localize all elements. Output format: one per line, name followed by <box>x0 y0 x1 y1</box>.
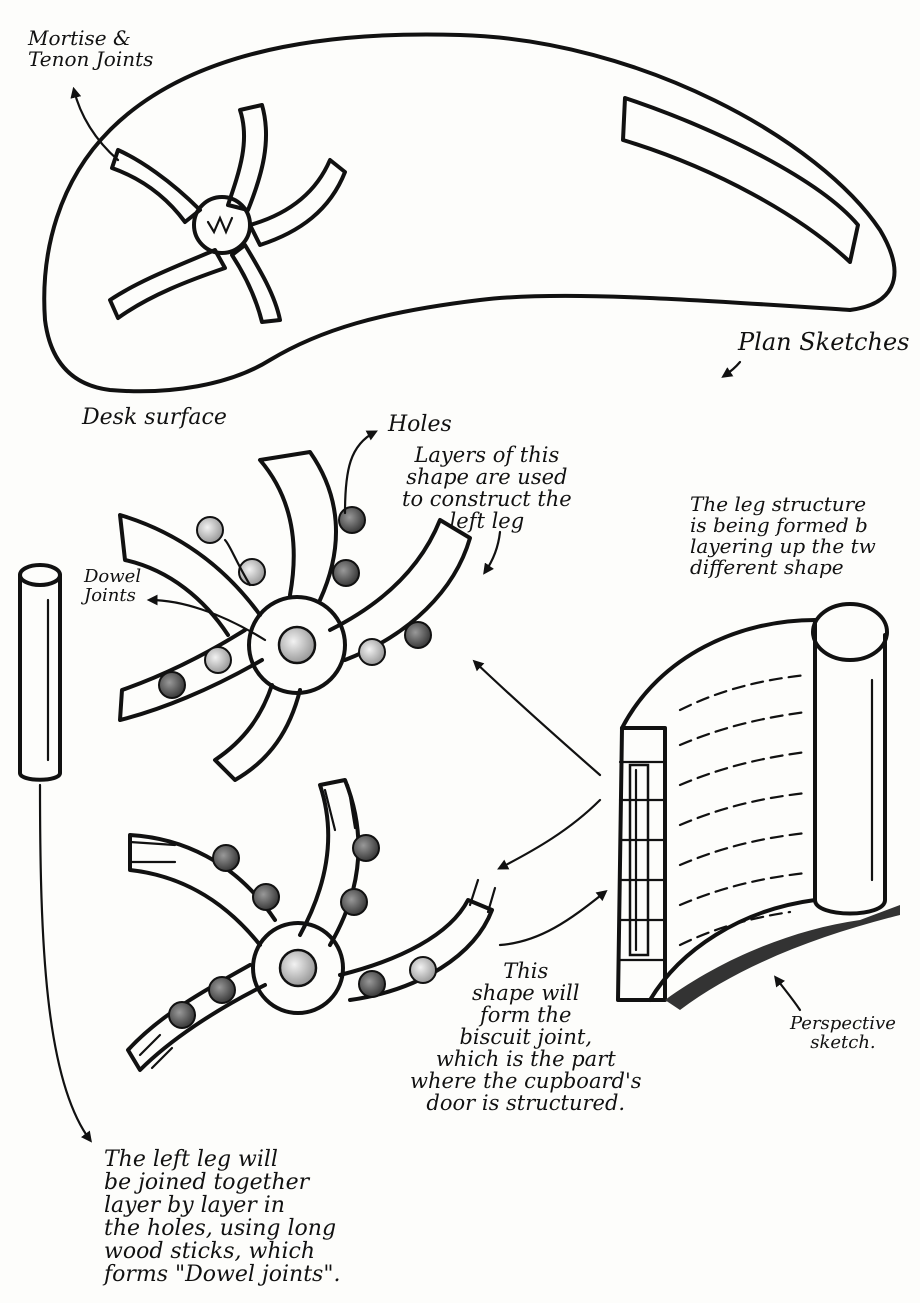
perspective-arrow <box>776 978 800 1010</box>
dowel-joints-label: Dowel Joints <box>84 568 141 606</box>
desk-surface-label: Desk surface <box>82 406 227 429</box>
plan-arrow <box>724 362 740 376</box>
mortise-arrow <box>74 90 118 160</box>
layers-label: Layers of this shape are used to constru… <box>402 444 572 532</box>
desk-hatched-slot <box>623 98 858 262</box>
leg-structure-label: The leg structure is being formed b laye… <box>690 494 876 578</box>
biscuit-label: This shape will form the biscuit joint, … <box>410 960 642 1114</box>
mortise-tenon-label: Mortise & Tenon Joints <box>28 28 153 70</box>
holes-arrow <box>345 432 375 513</box>
plan-sketches-label: Plan Sketches <box>738 330 909 355</box>
holes-label: Holes <box>388 413 452 436</box>
perspective-label: Perspective sketch. <box>790 1015 896 1053</box>
mortise-tenon-fan <box>110 105 345 322</box>
layers-arrow <box>485 532 500 572</box>
left-leg-arrow <box>40 785 90 1140</box>
cupboard-to-upper-arrow <box>475 662 600 775</box>
perspective-cupboard <box>618 604 900 1010</box>
dowel-stick <box>20 565 60 780</box>
lower-to-cupboard-arrow <box>500 892 605 945</box>
left-leg-label: The left leg will be joined together lay… <box>104 1148 340 1287</box>
cupboard-to-lower-arrow <box>500 800 600 868</box>
